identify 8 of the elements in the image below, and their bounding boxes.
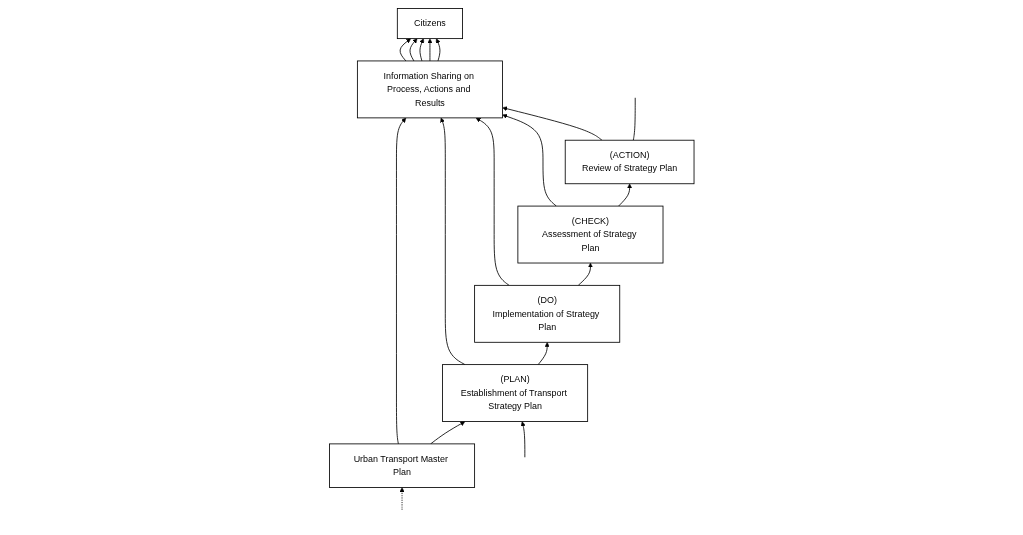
node-box: (DO) Implementation of Strategy Plan	[473, 284, 620, 343]
connector	[632, 97, 636, 141]
node-box: Citizens	[396, 8, 463, 40]
node-box: Urban Transport Master Plan	[328, 443, 475, 488]
node-box: (ACTION) Review of Strategy Plan	[564, 139, 695, 185]
node-box: (PLAN) Establishment of Transport Strategy Plan	[441, 364, 588, 422]
node-box: (CHECK) Assessment of Strategy Plan	[517, 205, 664, 264]
node-box: Information Sharing on Process, Actions and Results	[356, 60, 503, 119]
